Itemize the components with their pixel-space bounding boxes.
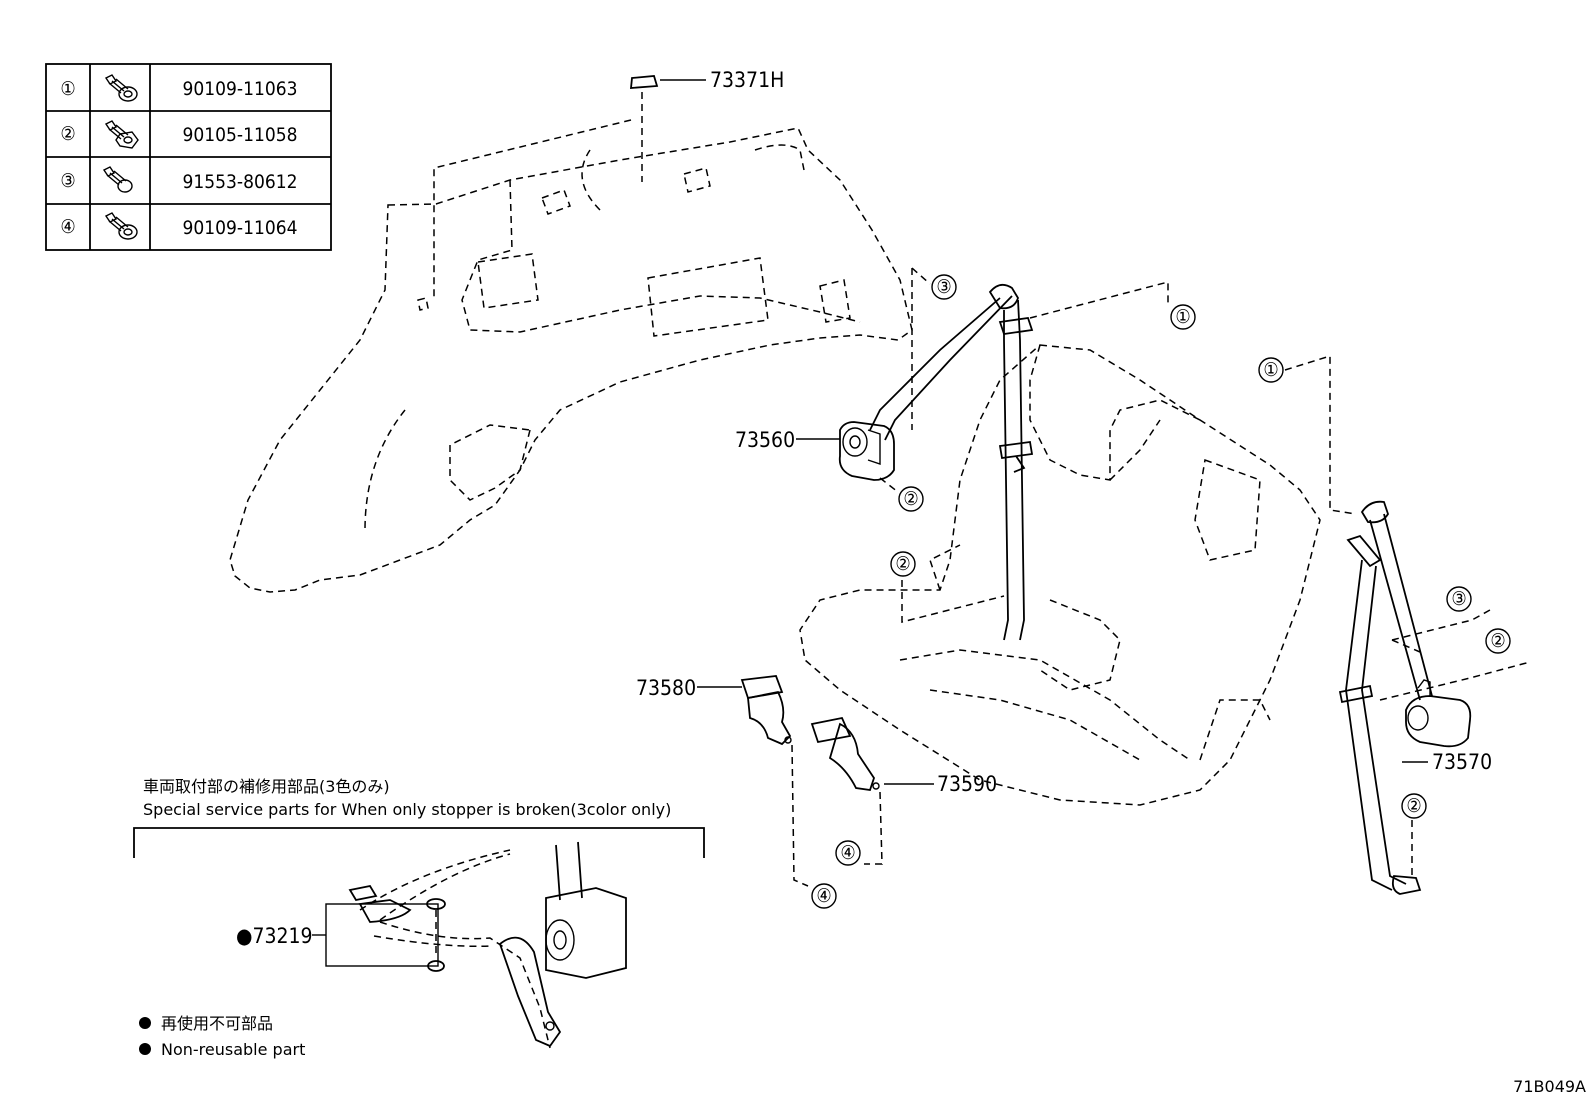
circle-3-top (931, 274, 957, 300)
table-row-3-number: ③ (60, 170, 75, 192)
circle-1-right (1258, 357, 1284, 383)
bolt-icon (104, 120, 139, 149)
non-reusable-dot-icon (139, 1017, 151, 1029)
special-service-title-en: Special service parts for When only stop… (143, 800, 671, 819)
callout-73219: ●73219 (236, 924, 313, 948)
table-row-1-number: ① (60, 78, 75, 100)
table-row-4-part: 90109-11064 (183, 217, 298, 239)
circle-1-top-label: ① (1175, 306, 1190, 328)
bolt-icon (104, 74, 138, 102)
table-row-2-part: 90105-11058 (183, 124, 298, 146)
legend: 再使用不可部品 Non-reusable part (139, 1014, 305, 1059)
legend-en: Non-reusable part (161, 1040, 305, 1059)
fastener-table: ① 90109-11063 ② 90105-11058 ③ 91553-8061… (45, 63, 332, 251)
table-row-2-number: ② (60, 123, 75, 145)
non-reusable-dot-icon (139, 1043, 151, 1055)
buckle-73590: 73590 ④ (810, 716, 997, 866)
retractor-73560 (838, 421, 895, 481)
circle-1-right-label: ① (1263, 359, 1278, 381)
circle-2-retractor (898, 486, 924, 512)
circle-1-top (1170, 304, 1196, 330)
circle-3-right-label: ③ (1451, 588, 1466, 610)
callout-73590: 73590 (937, 772, 997, 796)
circle-4-a-label: ④ (840, 842, 855, 864)
callout-73560: 73560 (735, 428, 795, 452)
circle-4-a (835, 840, 861, 866)
callout-73580: 73580 (636, 676, 696, 700)
circle-2-lower-right-label: ② (1406, 795, 1421, 817)
quarter-trim-panel (229, 127, 913, 593)
table-row-1-part: 90109-11063 (183, 78, 298, 100)
circle-2-right (1485, 628, 1511, 654)
cover-part: 73371H (433, 68, 784, 300)
circle-4-b (811, 883, 837, 909)
circle-2-seat (890, 551, 916, 577)
circle-2-right-label: ② (1490, 630, 1505, 652)
legend-ja: 再使用不可部品 (161, 1014, 273, 1033)
buckle-73580: 73580 ④ (636, 675, 837, 909)
special-service-section: 車両取付部の補修用部品(3色のみ) Special service parts … (133, 777, 705, 1049)
diagram-code: 71B049A (1513, 1077, 1586, 1096)
circle-2-lower-right (1401, 793, 1427, 819)
special-service-title-ja: 車両取付部の補修用部品(3色のみ) (143, 777, 390, 796)
circle-4-b-label: ④ (816, 885, 831, 907)
rear-seat (799, 344, 1321, 806)
bolt-icon (102, 166, 133, 193)
bolt-icon (104, 212, 138, 240)
circle-3-top-label: ③ (936, 276, 951, 298)
circle-2-retractor-label: ② (903, 488, 918, 510)
circle-2-seat-label: ② (895, 553, 910, 575)
circle-3-right (1446, 586, 1472, 612)
table-row-4-number: ④ (60, 216, 75, 238)
retractor-73570 (1405, 679, 1472, 748)
callout-73570: 73570 (1432, 750, 1492, 774)
callout-73371H: 73371H (710, 68, 784, 92)
front-seat-belt-assembly: 73560 ② ③ ① (735, 267, 1196, 641)
rear-seat-belt-assembly: 73570 ① ③ ② ② (1258, 354, 1531, 895)
table-row-3-part: 91553-80612 (183, 171, 298, 193)
